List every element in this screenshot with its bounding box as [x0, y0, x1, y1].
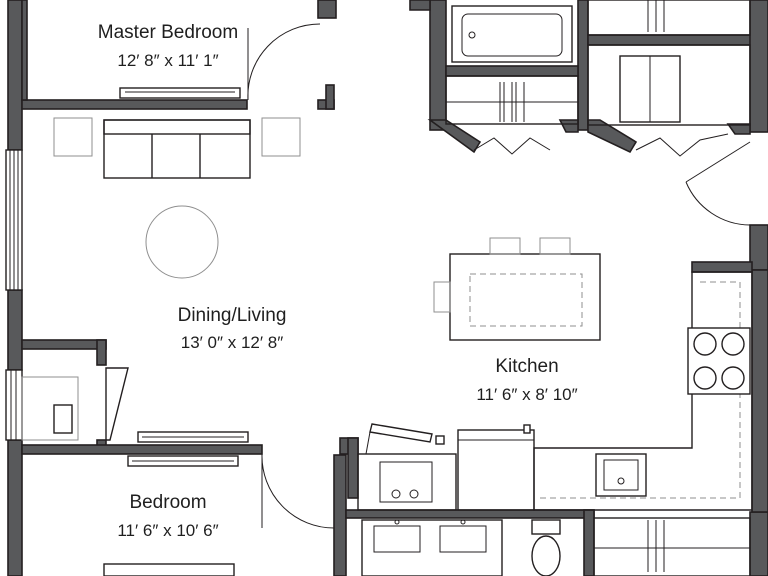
wall-closet-top: [21, 339, 107, 350]
living-furniture: [21, 117, 301, 443]
wall-hall-closet-left: [347, 437, 359, 499]
room-labels: Master Bedroom 12′ 8″ x 11′ 1″ Dining/Li…: [98, 22, 578, 540]
wall-left-upper: [7, 0, 23, 151]
bedroom-bench: [127, 455, 239, 467]
wall-bath-top: [345, 509, 595, 519]
side-table-right: [261, 117, 301, 157]
kitchen-island: [449, 253, 601, 341]
island-overhang: [469, 273, 583, 327]
top-right-fixtures: [445, 0, 751, 226]
wall-closet-side: [96, 339, 107, 366]
wall-top-bath-floor: [445, 65, 579, 77]
dining-living-dims: 13′ 0″ x 12′ 8″: [181, 333, 284, 352]
bedroom-dims: 11′ 6″ x 10′ 6″: [117, 521, 218, 540]
walls: [7, 0, 768, 576]
sofa-back: [103, 119, 251, 135]
wall-left-lower: [7, 439, 23, 576]
pantry: [357, 453, 457, 511]
master-door-swing: [247, 23, 321, 101]
wall-master-south: [21, 99, 248, 110]
stool-3: [433, 281, 451, 313]
closet-top-right: [587, 0, 751, 36]
wall-left-middle: [7, 289, 23, 371]
wall-bedroom-north: [21, 444, 263, 455]
stool-2: [539, 237, 571, 255]
bedroom-door-swing: [261, 453, 335, 529]
wall-top-bath-left: [429, 0, 447, 131]
bottom-fixtures: [103, 423, 751, 576]
bathtub-inner: [461, 13, 563, 57]
bedroom-bed-foot: [103, 563, 235, 576]
wall-top-right-mid: [587, 34, 768, 46]
toilet-bowl: [531, 535, 561, 576]
sofa: [103, 119, 251, 179]
wall-angled-mid: [558, 119, 579, 133]
closet-unit: [21, 376, 79, 441]
wall-bath-divider: [583, 509, 595, 576]
wall-angled-right: [587, 119, 638, 154]
dining-table: [145, 205, 219, 279]
entry-door-swing: [685, 181, 751, 226]
wall-angled-far: [726, 123, 751, 135]
wall-top-bath-mid: [577, 0, 589, 131]
master-bedroom-name: Master Bedroom: [98, 22, 238, 43]
bathtub: [451, 5, 573, 63]
wall-angled-left: [427, 119, 482, 154]
wall-master-west: [21, 0, 28, 101]
closet-door: [105, 367, 129, 441]
dining-living-name: Dining/Living: [178, 305, 287, 326]
linen-closet: [593, 517, 751, 576]
closet-box: [53, 404, 73, 434]
cooktop: [687, 327, 751, 395]
master-bedroom-furniture: [119, 23, 321, 101]
closet-top-left: [445, 75, 579, 125]
wall-kitchen-right: [751, 269, 768, 513]
wall-kitchen-ledge: [691, 261, 753, 273]
wall-bedroom-east: [333, 454, 347, 576]
bath-vanity: [361, 519, 503, 576]
toilet-tank: [531, 519, 561, 535]
side-table-left: [53, 117, 93, 157]
closet-shelf: [137, 431, 249, 443]
master-bedroom-dims: 12′ 8″ x 11′ 1″: [117, 51, 218, 70]
wall-top-right-col: [749, 0, 768, 133]
wall-top-left-lip: [409, 0, 431, 11]
window-closet: [5, 369, 23, 441]
master-bench: [119, 87, 241, 99]
wall-master-east: [317, 0, 337, 19]
kitchen-fixtures: [433, 237, 753, 511]
wall-bath-right: [749, 511, 768, 576]
wall-master-east-stub: [325, 84, 335, 110]
stool-1: [489, 237, 521, 255]
kitchen-dims: 11′ 6″ x 8′ 10″: [476, 385, 577, 404]
laundry-closet: [587, 44, 751, 126]
kitchen-name: Kitchen: [495, 356, 558, 377]
hall-closet-door: [369, 423, 433, 443]
bedroom-name: Bedroom: [129, 492, 206, 513]
refrigerator: [457, 429, 535, 511]
